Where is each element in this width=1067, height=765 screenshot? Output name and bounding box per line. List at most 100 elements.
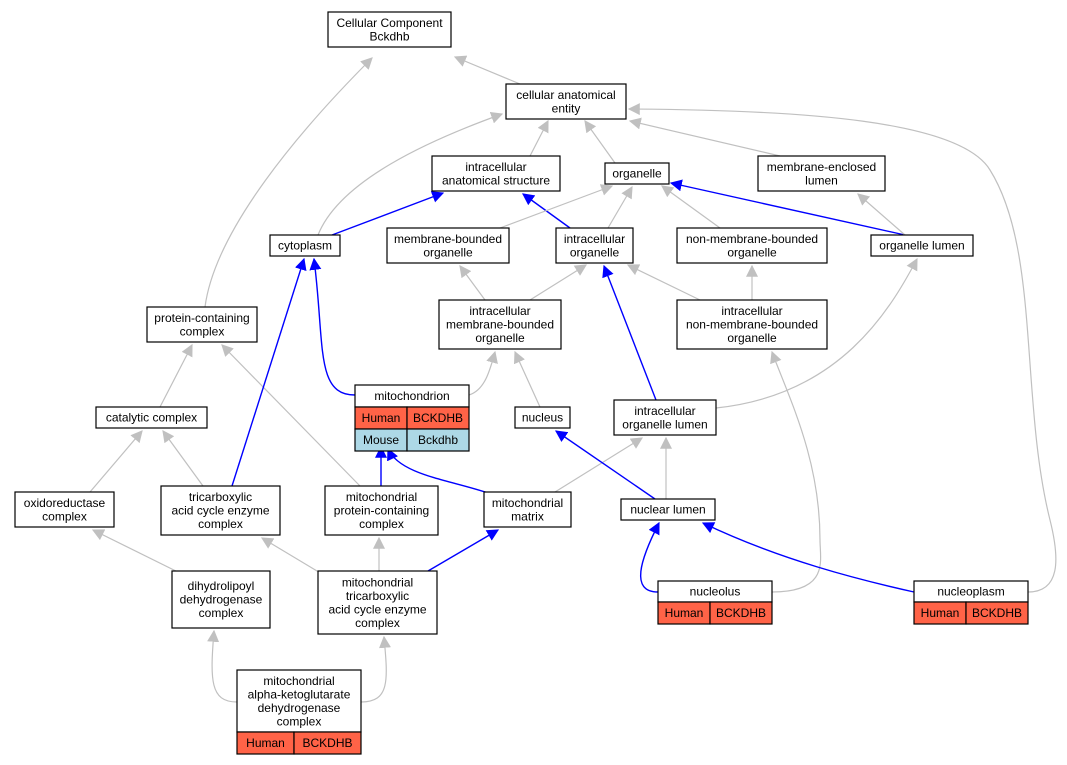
- edge-ol-to-mel: [857, 193, 906, 236]
- edge-mtca-to-mmatrix: [427, 529, 500, 572]
- species-cell: Human: [921, 606, 960, 620]
- edge-mmatrix-to-iol: [554, 437, 644, 493]
- node-organelle[interactable]: organelle: [604, 162, 670, 185]
- edge-nucleus-to-imbo: [514, 350, 541, 408]
- node-label-line: organelle: [423, 245, 473, 259]
- edge-imbo-to-io: [529, 264, 588, 301]
- edge-catalytic-to-pcc: [159, 343, 193, 408]
- node-label-line: intracellular: [721, 304, 782, 318]
- node-inmbo[interactable]: intracellularnon-membrane-boundedorganel…: [676, 299, 828, 350]
- species-cell: Mouse: [363, 433, 399, 447]
- node-box: [676, 227, 828, 264]
- node-box: [269, 234, 341, 257]
- node-label-line: acid cycle enzyme: [171, 504, 269, 518]
- edge-iol-to-io: [602, 264, 657, 401]
- node-label-line: organelle: [570, 245, 620, 259]
- node-label-line: intracellular: [564, 232, 625, 246]
- edge-ias-to-cae: [529, 119, 549, 157]
- node-label-line: organelle: [727, 245, 777, 259]
- edge-pcc-to-root: [204, 57, 373, 308]
- node-box: [604, 162, 670, 185]
- node-label-line: organelle: [727, 331, 777, 345]
- node-box: [613, 399, 717, 436]
- edge-mito-to-imbo: [468, 350, 498, 396]
- node-label-line: membrane-bounded: [446, 318, 554, 332]
- node-box: [317, 570, 438, 635]
- node-box: [327, 11, 452, 48]
- node-label-line: organelle: [612, 167, 662, 181]
- node-nlumen[interactable]: nuclear lumen: [620, 498, 716, 521]
- node-cytoplasm[interactable]: cytoplasm: [269, 234, 341, 257]
- gene-cell: BCKDHB: [302, 736, 352, 750]
- node-label-line: organelle lumen: [622, 417, 707, 431]
- node-box: [146, 306, 258, 343]
- node-label-line: protein-containing: [334, 504, 429, 518]
- node-box: [555, 227, 634, 264]
- node-box: [324, 485, 439, 536]
- node-nucleus[interactable]: nucleus: [514, 406, 571, 429]
- node-label-line: catalytic complex: [106, 411, 197, 425]
- node-label-line: nucleoplasm: [937, 585, 1004, 599]
- node-label-line: cytoplasm: [278, 239, 332, 253]
- node-label-line: nucleolus: [690, 585, 741, 599]
- node-box: [676, 299, 828, 350]
- node-ol[interactable]: organelle lumen: [870, 234, 974, 257]
- node-box: [160, 485, 281, 536]
- node-label-line: mitochondrial: [492, 496, 563, 510]
- node-label-line: complex: [180, 324, 225, 338]
- node-box: [514, 406, 571, 429]
- node-label-line: acid cycle enzyme: [328, 602, 426, 616]
- node-label-line: complex: [277, 714, 322, 728]
- node-box: [438, 299, 562, 350]
- node-label-line: complex: [355, 616, 400, 630]
- edge-mpcc-to-pcc: [221, 344, 361, 487]
- node-label-line: Cellular Component: [336, 16, 443, 30]
- node-label-line: dehydrogenase: [258, 701, 341, 715]
- node-label-line: dihydrolipoyl: [188, 579, 255, 593]
- node-catalytic[interactable]: catalytic complex: [95, 406, 208, 429]
- node-label-line: organelle: [475, 331, 525, 345]
- edge-nucleoplasm-to-cae: [627, 103, 1057, 593]
- gene-cell-bg: [965, 601, 1029, 625]
- edge-ol-to-organelle: [669, 179, 906, 236]
- node-box: [620, 498, 716, 521]
- node-label-line: mitochondrion: [374, 389, 449, 403]
- edge-mel-to-cae: [628, 117, 781, 157]
- node-makgdh[interactable]: mitochondrialalpha-ketoglutaratedehydrog…: [236, 669, 362, 755]
- node-label-line: dehydrogenase: [180, 593, 263, 607]
- gene-cell: BCKDHB: [972, 606, 1022, 620]
- node-label-line: complex: [199, 606, 244, 620]
- edge-nucleoplasm-to-nlumen: [701, 522, 915, 593]
- node-label-line: mitochondrial: [342, 575, 413, 589]
- gene-cell-bg: [406, 428, 470, 452]
- node-label-line: lumen: [805, 173, 838, 187]
- node-label-line: alpha-ketoglutarate: [248, 687, 351, 701]
- gene-cell: Bckdhb: [418, 433, 458, 447]
- node-box: [431, 155, 561, 192]
- edge-dld-to-oxido: [91, 529, 191, 579]
- edge-nmbo-to-organelle: [661, 185, 721, 229]
- species-cell: Human: [362, 411, 401, 425]
- node-label-line: oxidoreductase: [24, 496, 106, 510]
